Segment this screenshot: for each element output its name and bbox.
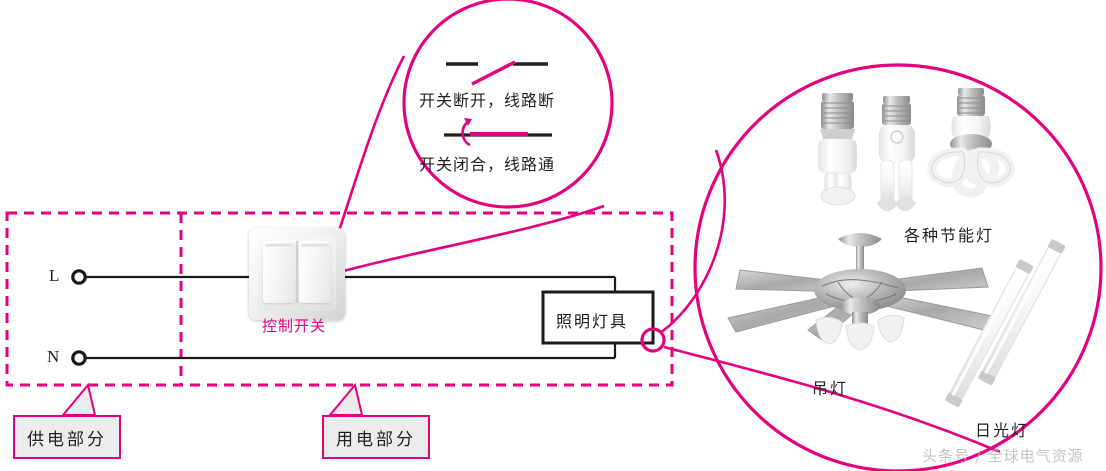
switch-detail-circle <box>402 0 614 209</box>
load-box <box>541 290 655 345</box>
callout-supply-label: 供电部分 <box>27 429 107 450</box>
switch-open-symbol <box>446 60 548 86</box>
lamp-caption-energy-saving: 各种节能灯 <box>904 226 995 245</box>
switch-caption: 控制开关 <box>262 317 327 335</box>
callout-tails <box>60 382 364 416</box>
lamp-magnifier-leads <box>659 149 1001 454</box>
neutral-terminal-label: N <box>47 347 60 366</box>
lamp-magnifier-marker <box>640 327 666 353</box>
lamp-caption-ceiling-fan: 吊灯 <box>812 379 849 398</box>
terminal-dots <box>71 269 87 366</box>
circuit-wires <box>80 275 617 360</box>
lamp-detail-circle <box>693 63 1103 471</box>
callout-supply-zone: 供电部分 <box>13 415 121 459</box>
switch-rocker-gap <box>296 241 298 303</box>
callout-consume-zone: 用电部分 <box>322 415 430 459</box>
lamp-caption-fluorescent: 日光灯 <box>975 421 1030 440</box>
load-box-label: 照明灯具 <box>556 312 629 331</box>
switch-open-caption: 开关断开，线路断 <box>419 91 556 110</box>
ceiling-fan-light-icon <box>727 233 993 351</box>
zone-boundaries <box>5 211 674 387</box>
callout-consume-label: 用电部分 <box>336 429 416 450</box>
switch-slit-left <box>265 244 293 247</box>
switch-closed-caption: 开关闭合，线路通 <box>419 155 556 174</box>
watermark-text: 头条号 / 全球电气资源 <box>922 447 1084 465</box>
energy-saving-lamp-2-icon <box>876 96 917 211</box>
fluorescent-tube-icon <box>945 239 1066 407</box>
switch-slit-right <box>301 244 329 247</box>
live-terminal-label: L <box>49 266 60 285</box>
switch-closed-symbol <box>444 118 552 147</box>
switch-rocker-left[interactable] <box>263 241 295 303</box>
energy-saving-lamp-3-icon <box>927 88 1015 198</box>
energy-saving-lamp-1-icon <box>818 93 857 206</box>
wall-switch-icon[interactable] <box>249 228 345 320</box>
switch-rocker-right[interactable] <box>299 241 331 303</box>
